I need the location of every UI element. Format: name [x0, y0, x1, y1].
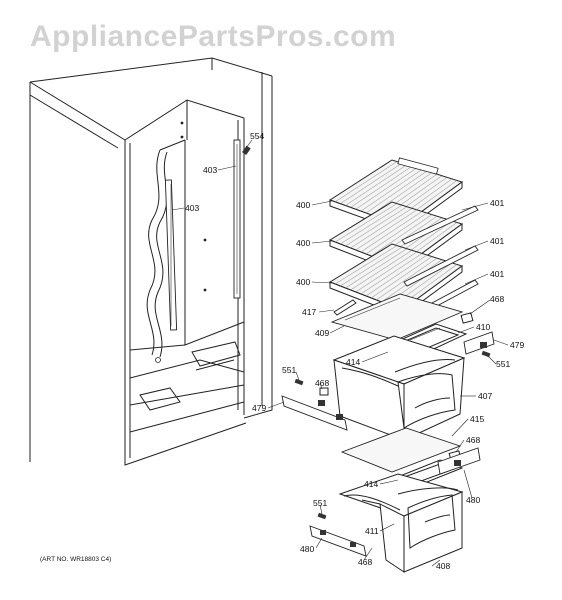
label-400-a: 400	[296, 200, 310, 210]
label-410: 410	[476, 322, 490, 332]
label-551-b: 551	[496, 359, 510, 369]
shelf-rail-right-403	[233, 139, 241, 299]
label-554: 554	[250, 131, 264, 141]
slide-480-right	[437, 447, 481, 475]
crisper-pan-407	[332, 335, 466, 441]
watermark-text: AppliancePartsPros.com	[30, 20, 396, 53]
label-551-a: 551	[282, 365, 296, 375]
label-479-a: 479	[510, 340, 524, 350]
label-401-c: 401	[490, 269, 504, 279]
label-468-d: 468	[358, 557, 372, 567]
art-number: (ART NO. WR18803 C4)	[40, 556, 111, 563]
shelf-wire	[340, 204, 403, 245]
shelf-wire	[335, 161, 398, 203]
glass-trim-417	[333, 299, 357, 316]
shelf-wire	[350, 208, 413, 249]
label-468-b: 468	[315, 378, 329, 388]
shelf-wire	[355, 251, 418, 293]
slide-479-left	[281, 395, 348, 431]
slide-479-right	[463, 331, 495, 355]
shelf-wire	[360, 253, 423, 295]
shelf-wire	[355, 167, 418, 210]
shelf-wire	[371, 256, 433, 299]
label-403-b: 403	[185, 203, 199, 213]
label-408: 408	[436, 561, 450, 571]
screw-551-right	[481, 350, 491, 358]
label-415: 415	[470, 414, 484, 424]
shelf-wire	[365, 170, 428, 214]
shelf-wire	[365, 212, 428, 255]
shelf-wire	[340, 162, 403, 204]
shelf-wire	[360, 211, 423, 253]
label-400-b: 400	[296, 238, 310, 248]
label-409: 409	[315, 328, 329, 338]
label-468-a: 468	[490, 294, 504, 304]
shelf-wire	[360, 169, 423, 212]
shelf-trim-401-top	[401, 205, 479, 245]
shelf-wire	[365, 254, 428, 297]
shelf-wire	[335, 203, 398, 243]
shelf-wire	[350, 250, 413, 291]
label-414-b: 414	[364, 479, 378, 489]
screw-551-left	[294, 378, 304, 386]
label-480-a: 480	[466, 495, 480, 505]
shelf-rail-left-403	[164, 179, 178, 331]
crisper-pan-408	[338, 473, 464, 573]
shelf-wire	[355, 209, 418, 251]
label-551-c: 551	[313, 498, 327, 508]
label-403-a: 403	[203, 165, 217, 175]
shelf-wire	[376, 257, 438, 301]
label-468-c: 468	[466, 435, 480, 445]
label-400-c: 400	[296, 277, 310, 287]
shelf-wire	[345, 164, 408, 206]
part-labels: 554 403 403 400 400 400 401 401 401 468 …	[40, 131, 524, 571]
slide-480-left	[309, 525, 367, 557]
label-401-b: 401	[490, 236, 504, 246]
shelf-wire	[335, 245, 398, 285]
shelf-wire	[345, 248, 408, 289]
leader-lines	[171, 139, 509, 567]
label-479-b: 479	[252, 403, 266, 413]
screw-554	[242, 145, 251, 155]
label-417: 417	[302, 307, 316, 317]
screw-551-lower	[317, 512, 327, 520]
support-468-left	[319, 387, 329, 396]
label-414-a: 414	[346, 357, 360, 367]
shelf-wire	[371, 172, 433, 216]
shelf-wire	[350, 166, 413, 208]
pan-cover-glass-409	[330, 293, 464, 341]
shelf-wire	[340, 246, 403, 287]
shelf-wire	[345, 206, 408, 247]
support-468-top	[460, 312, 474, 324]
label-411: 411	[365, 526, 379, 536]
shelf-trim-401-middle	[403, 245, 479, 287]
label-407: 407	[478, 391, 492, 401]
label-401-a: 401	[490, 198, 504, 208]
shelf-wire	[371, 214, 433, 257]
label-480-b: 480	[300, 544, 314, 554]
